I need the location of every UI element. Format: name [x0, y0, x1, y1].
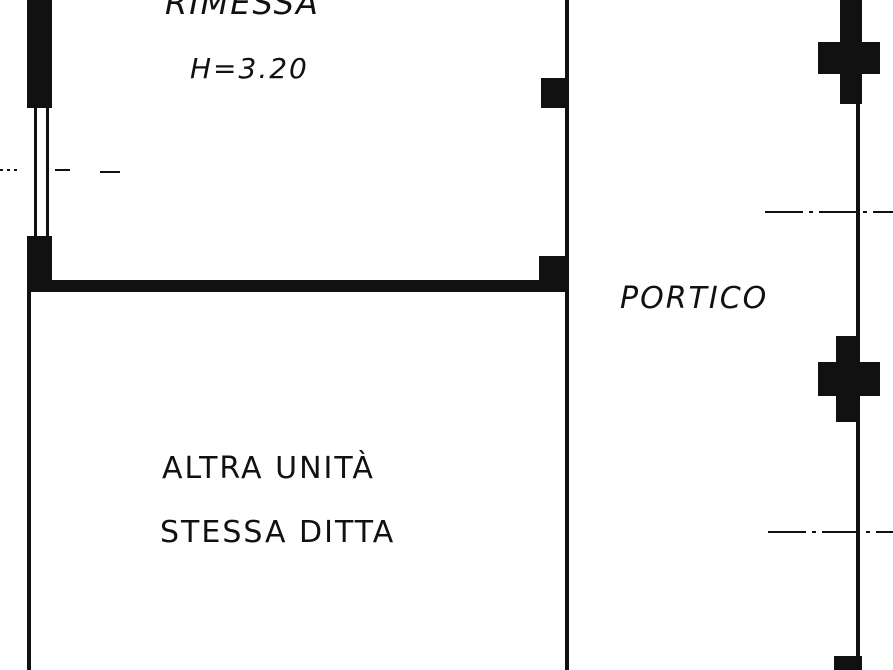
rimessa-left-wall — [27, 0, 52, 292]
column-bottom — [834, 656, 862, 670]
rimessa-height: H=3.20 — [190, 52, 309, 85]
column-top — [818, 0, 880, 104]
left-axis-dash — [0, 169, 120, 173]
right-partition-wall — [539, 0, 569, 670]
altra-unita-left-wall — [27, 290, 31, 670]
rimessa-bottom-wall — [27, 280, 567, 292]
portico-label: PORTICO — [620, 281, 768, 316]
altra-unita-line2: STESSA DITTA — [160, 515, 395, 550]
column-middle — [818, 336, 880, 422]
altra-unita-line1: ALTRA UNITÀ — [162, 450, 375, 486]
rimessa-name: RIMESSA — [165, 0, 320, 22]
portico-outer-line — [856, 0, 860, 670]
